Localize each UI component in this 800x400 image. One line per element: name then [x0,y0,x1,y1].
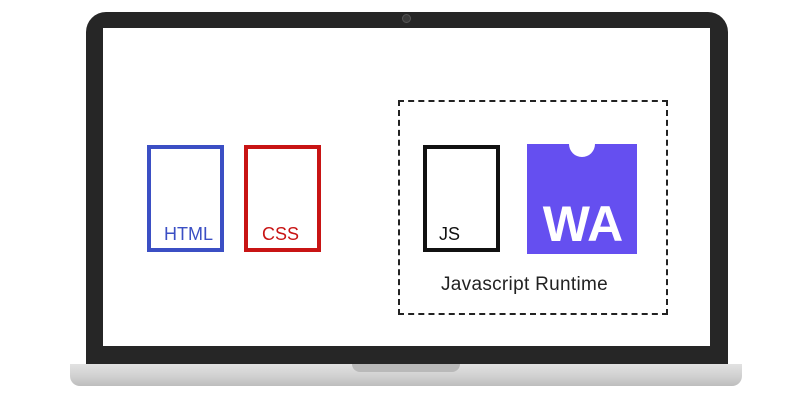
javascript-runtime-container [398,100,668,315]
camera-icon [402,14,411,23]
runtime-label: Javascript Runtime [441,274,608,295]
js-file-label: JS [439,224,461,244]
webassembly-logo-text: WA [543,196,624,252]
laptop-base-notch [352,364,460,372]
css-file-label: CSS [262,224,300,244]
webassembly-logo-icon: WA [527,144,637,254]
css-file: CSS [244,145,321,252]
html-file-label: HTML [164,224,213,244]
html-file: HTML [147,145,224,252]
webassembly-logo-shape [527,144,637,254]
js-file: JS [423,145,500,252]
laptop-base [70,364,742,386]
